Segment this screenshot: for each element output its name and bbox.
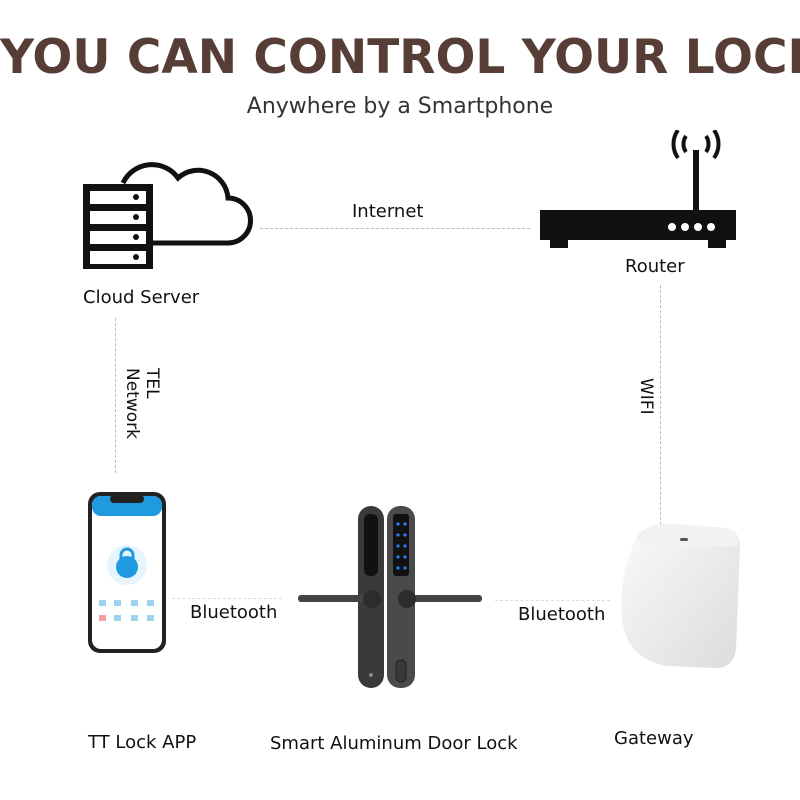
gateway-icon bbox=[621, 523, 740, 668]
bluetooth-right-label: Bluetooth bbox=[518, 604, 606, 625]
page-subtitle: Anywhere by a Smartphone bbox=[246, 94, 554, 119]
gateway-label: Gateway bbox=[614, 728, 694, 749]
internet-connector bbox=[260, 228, 530, 229]
network-label: Network bbox=[122, 368, 142, 439]
wifi-connector bbox=[660, 285, 661, 540]
router-icon bbox=[540, 130, 736, 248]
wifi-label: WIFI bbox=[636, 378, 656, 415]
tel-connector bbox=[115, 318, 116, 473]
cloud-server-icon bbox=[83, 162, 253, 269]
door-lock-icon bbox=[298, 506, 482, 688]
page-title: YOU CAN CONTROL YOUR LOCK bbox=[0, 30, 800, 85]
smartphone-icon bbox=[88, 492, 166, 653]
app-label: TT Lock APP bbox=[88, 732, 197, 753]
bluetooth-left-connector bbox=[172, 598, 282, 599]
internet-label: Internet bbox=[352, 201, 424, 222]
cloud-server-label: Cloud Server bbox=[83, 287, 200, 308]
tel-label: TEL bbox=[142, 368, 162, 399]
router-label: Router bbox=[625, 256, 685, 277]
bluetooth-right-connector bbox=[495, 600, 610, 601]
bluetooth-left-label: Bluetooth bbox=[190, 602, 278, 623]
lock-label: Smart Aluminum Door Lock bbox=[270, 733, 518, 754]
